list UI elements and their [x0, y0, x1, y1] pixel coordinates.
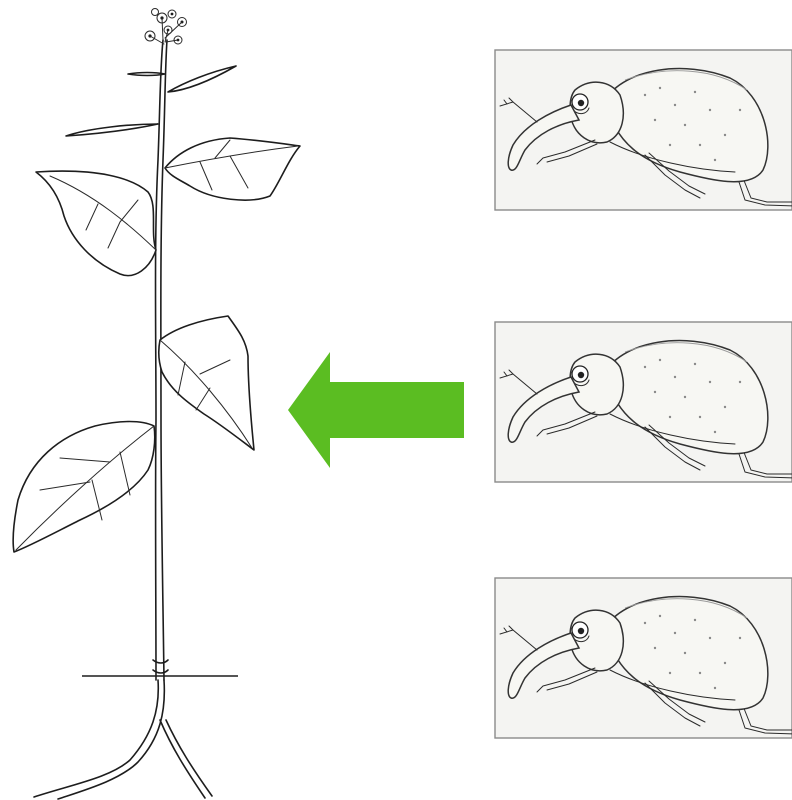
plant-flowers — [145, 9, 187, 45]
plant-roots — [34, 680, 212, 799]
weevil-card — [495, 578, 792, 738]
weevil-card — [495, 50, 792, 210]
plant-drawing-icon — [13, 9, 300, 800]
arrow-left-icon — [288, 352, 464, 468]
plant-leaves — [13, 66, 300, 552]
weevil-card — [495, 322, 792, 482]
